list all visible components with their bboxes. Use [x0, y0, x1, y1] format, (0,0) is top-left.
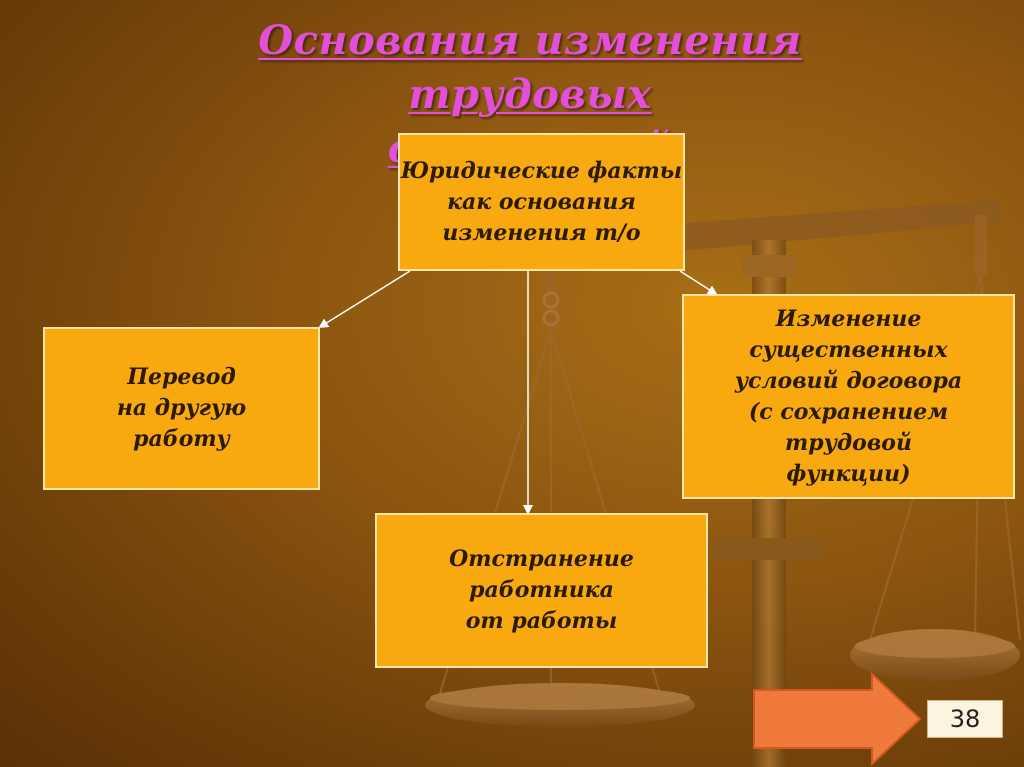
- node-transfer-label: Перевод на другую работу: [116, 364, 247, 452]
- page-number: 38: [927, 700, 1003, 738]
- node-change-conditions: Изменение существенных условий договора …: [682, 294, 1015, 499]
- next-arrow-icon[interactable]: [752, 672, 922, 767]
- arrow-to-change-conditions: [679, 270, 718, 296]
- node-legal-facts: Юридические факты как основания изменени…: [398, 133, 685, 271]
- node-transfer: Перевод на другую работу: [43, 327, 320, 490]
- node-suspension: Отстранение работника от работы: [375, 513, 708, 668]
- node-suspension-label: Отстранение работника от работы: [449, 546, 634, 634]
- arrow-to-transfer: [318, 270, 411, 329]
- node-change-conditions-label: Изменение существенных условий договора …: [734, 305, 963, 487]
- node-legal-facts-label: Юридические факты как основания изменени…: [400, 157, 683, 246]
- page-number-text: 38: [949, 705, 981, 733]
